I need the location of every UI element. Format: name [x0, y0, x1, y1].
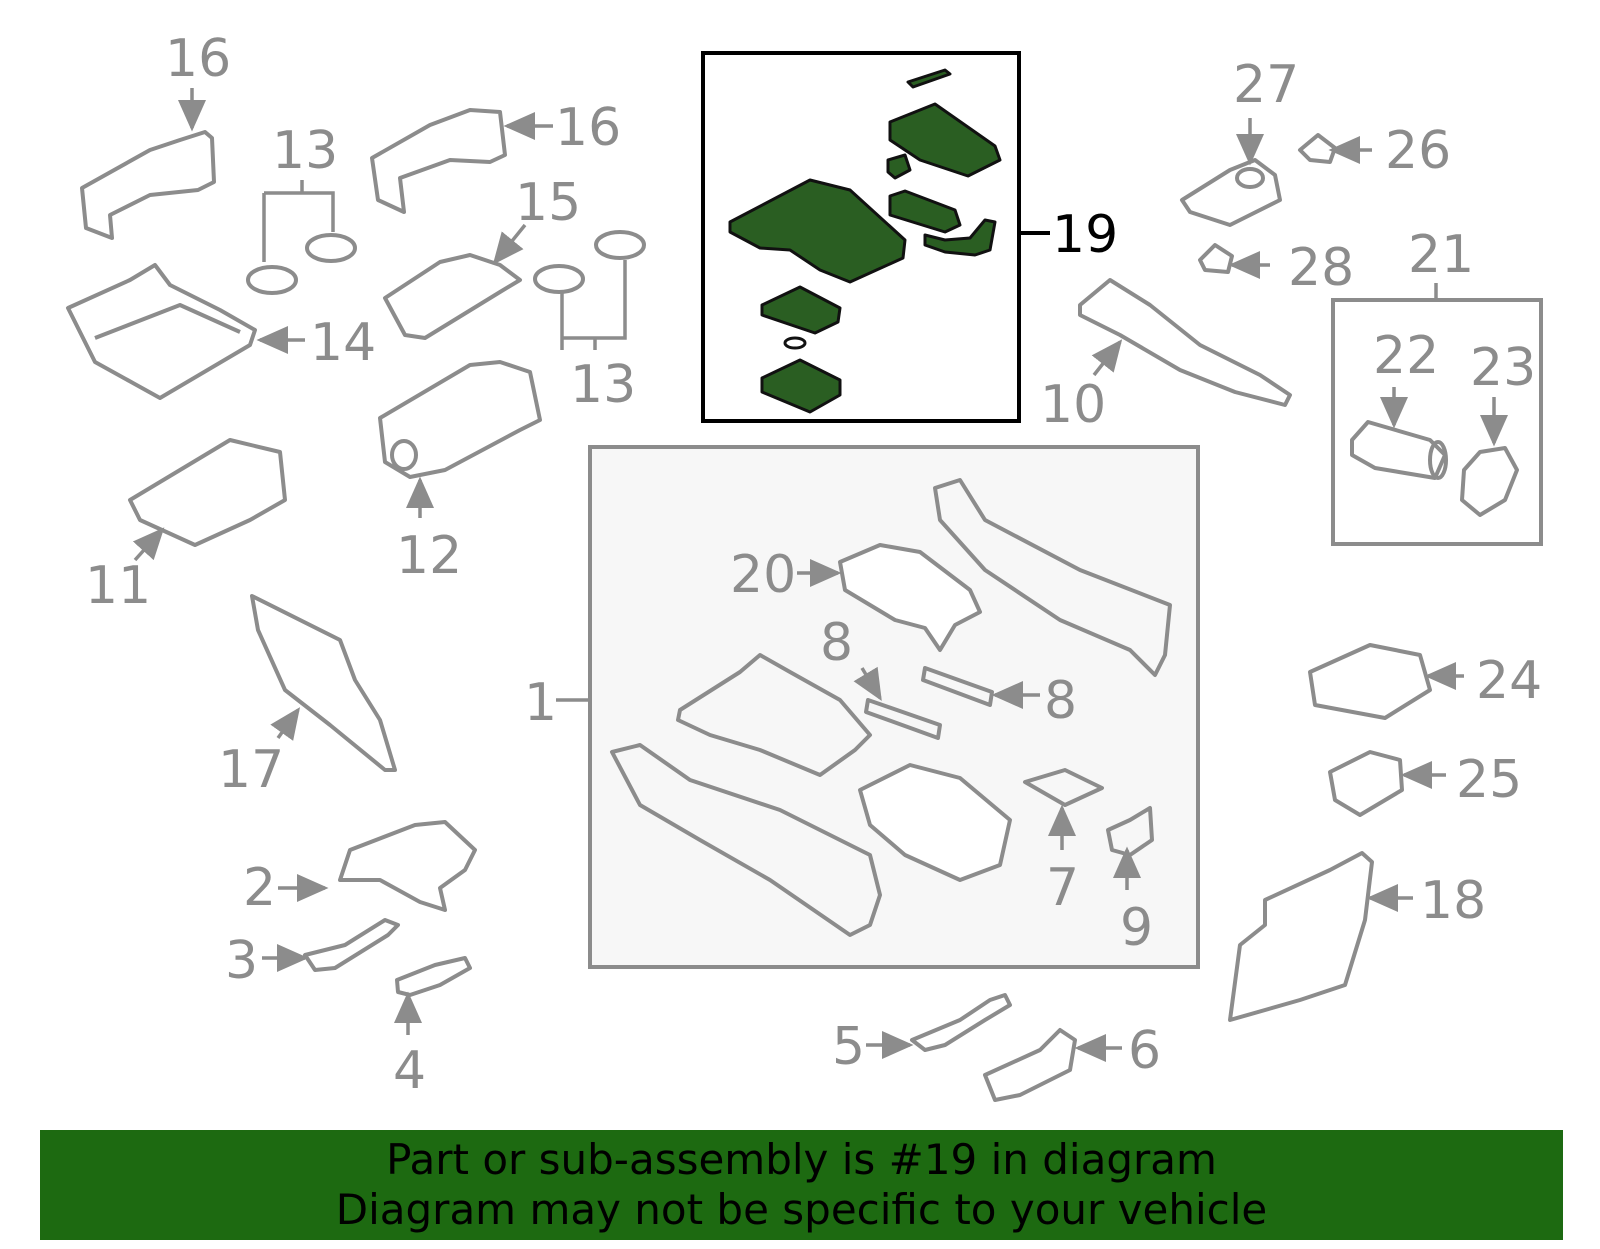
- part-9[interactable]: [1106, 806, 1154, 857]
- callout-16-b: 16: [555, 98, 621, 158]
- callout-27: 27: [1233, 55, 1299, 115]
- part-13-left-rings[interactable]: [246, 233, 357, 295]
- callout-11: 11: [85, 556, 151, 616]
- part-6[interactable]: [983, 1028, 1077, 1102]
- part-18[interactable]: [1228, 851, 1374, 1022]
- part-20[interactable]: [838, 543, 982, 652]
- part-16-right[interactable]: [370, 108, 507, 214]
- callout-8-b: 8: [1044, 671, 1077, 731]
- callout-12: 12: [396, 526, 462, 586]
- part-23[interactable]: [1460, 446, 1519, 517]
- part-8-a[interactable]: [864, 698, 942, 740]
- leader-lines: [132, 88, 1508, 1062]
- part-1-console-bin[interactable]: [858, 763, 1012, 882]
- part-3[interactable]: [303, 918, 400, 972]
- part-12[interactable]: [378, 360, 542, 479]
- part-1-console-upper[interactable]: [676, 653, 872, 777]
- part-11[interactable]: [128, 438, 287, 547]
- callout-19[interactable]: 19: [1052, 205, 1118, 265]
- callout-4: 4: [393, 1041, 426, 1101]
- part-16-left[interactable]: [80, 130, 216, 240]
- callout-7: 7: [1046, 858, 1079, 918]
- callout-labels: 1 2 3 4 5 6 7 8 8 9 10 11 12 13 13 14 15…: [85, 29, 1542, 1101]
- part-26[interactable]: [1298, 133, 1337, 164]
- callout-13-a: 13: [272, 121, 338, 181]
- callout-26: 26: [1385, 121, 1451, 181]
- part-4[interactable]: [395, 956, 472, 997]
- part-2[interactable]: [338, 820, 477, 912]
- callout-10: 10: [1040, 375, 1106, 435]
- callout-28: 28: [1288, 238, 1354, 298]
- part-10[interactable]: [1078, 278, 1292, 407]
- part-19-assembly[interactable]: [728, 68, 1002, 414]
- callout-20: 20: [730, 545, 796, 605]
- callout-6: 6: [1128, 1021, 1161, 1081]
- callout-3: 3: [225, 931, 258, 991]
- callout-16-a: 16: [165, 29, 231, 89]
- callout-8-a: 8: [820, 613, 853, 673]
- callout-1: 1: [524, 673, 557, 733]
- part-14[interactable]: [66, 263, 257, 400]
- banner-line-1: Part or sub-assembly is #19 in diagram: [386, 1135, 1217, 1184]
- callout-23: 23: [1470, 338, 1536, 398]
- callout-18: 18: [1420, 871, 1486, 931]
- part-27[interactable]: [1180, 158, 1282, 227]
- part-13-right-rings[interactable]: [533, 230, 646, 294]
- part-25[interactable]: [1328, 750, 1404, 817]
- banner-line-2: Diagram may not be specific to your vehi…: [335, 1185, 1268, 1234]
- callout-13-b: 13: [570, 355, 636, 415]
- part-8-b[interactable]: [921, 666, 994, 707]
- callout-5: 5: [832, 1017, 865, 1077]
- callout-2: 2: [243, 858, 276, 918]
- part-28[interactable]: [1198, 243, 1234, 274]
- part-1-console-side-right[interactable]: [933, 478, 1172, 677]
- part-17[interactable]: [250, 594, 397, 772]
- part-1-console-side-left[interactable]: [610, 743, 882, 937]
- callout-22: 22: [1373, 326, 1439, 386]
- part-7[interactable]: [1023, 768, 1104, 807]
- callout-14: 14: [310, 313, 376, 373]
- part-24[interactable]: [1308, 643, 1432, 720]
- callout-21: 21: [1408, 225, 1474, 285]
- callout-24: 24: [1476, 651, 1542, 711]
- callout-9: 9: [1120, 898, 1153, 958]
- part-22[interactable]: [1350, 420, 1448, 480]
- callout-17: 17: [218, 740, 284, 800]
- callout-15: 15: [515, 173, 581, 233]
- info-banner: Part or sub-assembly is #19 in diagram D…: [40, 1130, 1563, 1240]
- part-15[interactable]: [383, 253, 522, 340]
- part-5[interactable]: [910, 993, 1012, 1052]
- callout-25: 25: [1456, 750, 1522, 810]
